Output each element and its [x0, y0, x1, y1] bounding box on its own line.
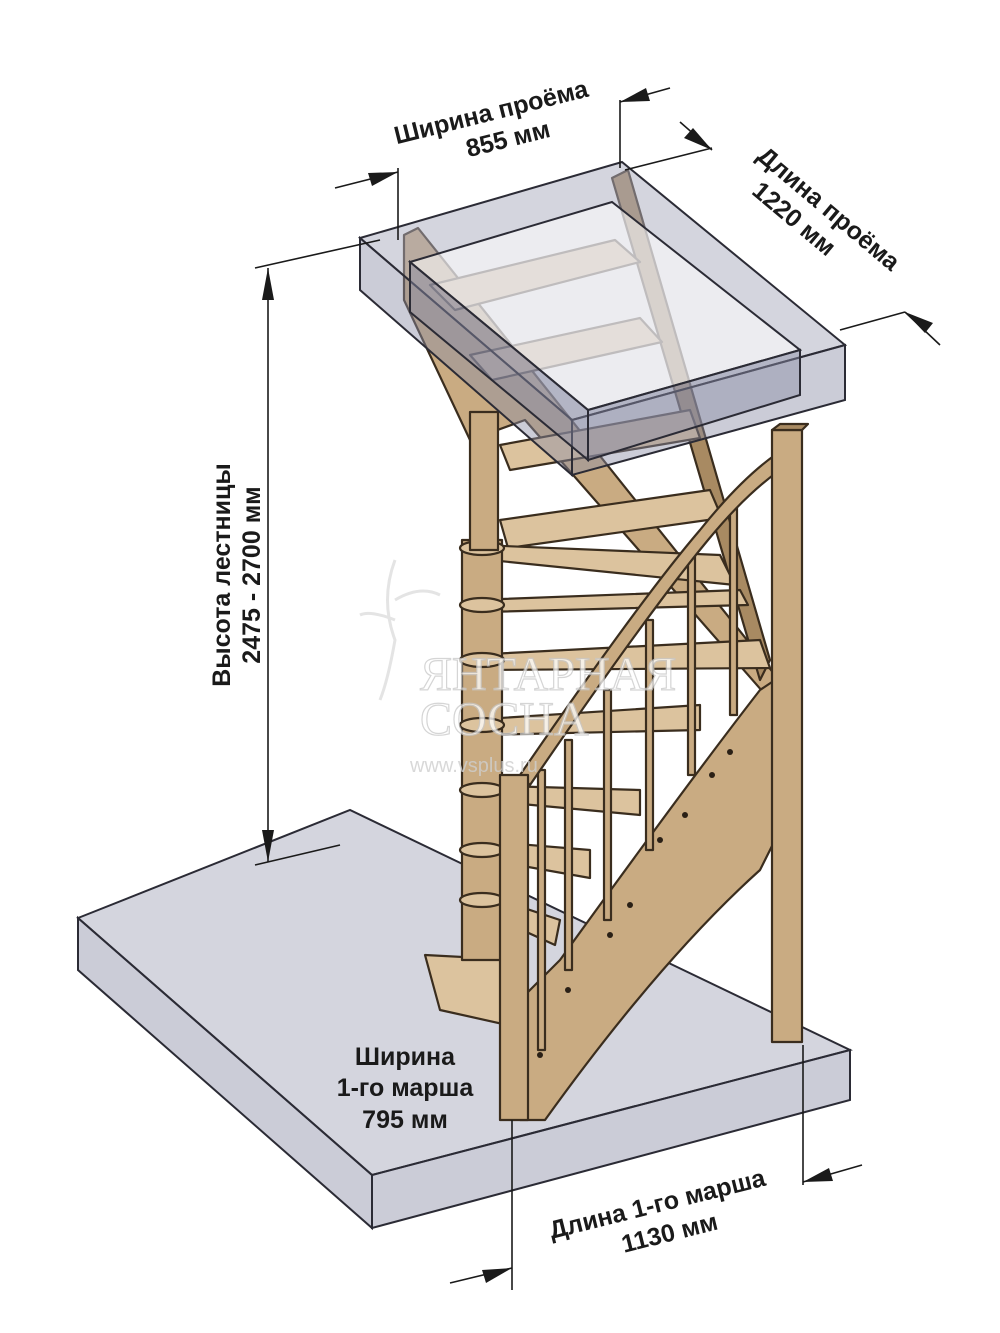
- baluster: [686, 553, 697, 777]
- bolt-hole: [607, 932, 613, 938]
- watermark-site: www.vsplus.ru: [409, 755, 538, 777]
- stair-height-label: Высота лестницы 2475 - 2700 мм: [208, 463, 266, 687]
- flight-width-subtitle: 1-го марша: [337, 1074, 475, 1102]
- bolt-hole: [627, 902, 633, 908]
- column-ring: [458, 651, 506, 669]
- column-ring: [458, 781, 506, 799]
- right-newel-post: [770, 428, 804, 1044]
- bolt-hole: [727, 749, 733, 755]
- baluster: [728, 503, 739, 717]
- upper-newel-post: [468, 410, 500, 552]
- floor-slab-right-face: [371, 1048, 851, 1230]
- extension-line: [839, 311, 906, 331]
- baluster: [536, 768, 547, 1052]
- bolt-hole: [565, 987, 571, 993]
- opening-width-label: Ширина проёма 855 мм: [391, 75, 592, 164]
- lower-newel-post: [498, 773, 530, 1122]
- dimension-lines: [254, 87, 941, 1290]
- column-ring: [458, 891, 506, 909]
- opening-inner-wall: [587, 348, 801, 462]
- opening-frame-right-face: [571, 343, 846, 477]
- baluster: [644, 618, 655, 852]
- arrowhead: [905, 312, 933, 333]
- watermark: ЯНТАРНАЯ СОСНА www.vsplus.ru: [359, 559, 677, 777]
- stair-height-title: Высота лестницы: [208, 463, 236, 687]
- arrowhead: [368, 172, 398, 186]
- right-newel-post-top: [770, 422, 810, 432]
- arrowhead: [803, 1168, 833, 1182]
- baluster: [602, 688, 613, 922]
- arrowhead: [262, 830, 274, 862]
- column-ring: [458, 596, 506, 614]
- arrowhead: [684, 128, 712, 150]
- arrowhead: [262, 268, 274, 300]
- stair-height-value: 2475 - 2700 мм: [238, 486, 266, 663]
- arrowhead: [482, 1268, 512, 1283]
- watermark-brand-line1: ЯНТАРНАЯ: [420, 648, 676, 701]
- flight-width-label: Ширина 1-го марша 795 мм: [337, 1043, 475, 1134]
- extension-line: [254, 239, 381, 269]
- bolt-hole: [709, 772, 715, 778]
- extension-line: [254, 844, 341, 866]
- flight-length-label: Длина 1-го марша 1130 мм: [546, 1164, 769, 1259]
- extension-line: [624, 147, 713, 171]
- baluster: [563, 738, 574, 972]
- ceiling-opening-frame: [357, 160, 848, 478]
- balusters: [536, 503, 739, 1052]
- flight-width-title: Ширина: [355, 1043, 456, 1071]
- flight-width-value: 795 мм: [362, 1106, 448, 1134]
- column-ring: [458, 841, 506, 859]
- bolt-hole: [537, 1052, 543, 1058]
- watermark-brand-line2: СОСНА: [420, 693, 589, 746]
- pine-logo-icon: [359, 559, 441, 701]
- bolt-hole: [682, 812, 688, 818]
- bolt-hole: [657, 837, 663, 843]
- arrowhead: [620, 88, 650, 102]
- column-ring: [458, 716, 506, 734]
